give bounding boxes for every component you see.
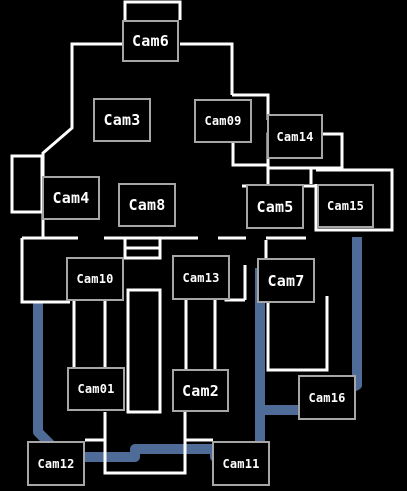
cam10-label: Cam10 bbox=[76, 272, 114, 286]
cam01-label: Cam01 bbox=[77, 382, 115, 396]
cam2-label: Cam2 bbox=[182, 381, 219, 400]
cam4-label: Cam4 bbox=[52, 189, 90, 207]
cam14-label: Cam14 bbox=[276, 129, 314, 144]
cam16-button[interactable]: Cam16 bbox=[298, 375, 356, 420]
cam15-button[interactable]: Cam15 bbox=[317, 184, 374, 228]
cam5-button[interactable]: Cam5 bbox=[246, 184, 304, 229]
cam15-label: Cam15 bbox=[326, 199, 365, 213]
cam01-button[interactable]: Cam01 bbox=[67, 367, 125, 411]
cam6-button[interactable]: Cam6 bbox=[122, 20, 179, 62]
cam16-label: Cam16 bbox=[308, 390, 346, 405]
cam14-button[interactable]: Cam14 bbox=[267, 114, 323, 159]
cam12-button[interactable]: Cam12 bbox=[27, 441, 85, 486]
cam3-label: Cam3 bbox=[103, 111, 141, 129]
cam13-button[interactable]: Cam13 bbox=[172, 255, 230, 300]
cam7-button[interactable]: Cam7 bbox=[257, 258, 315, 303]
cam12-label: Cam12 bbox=[37, 456, 75, 471]
cam4-button[interactable]: Cam4 bbox=[42, 176, 100, 220]
cam11-button[interactable]: Cam11 bbox=[212, 441, 270, 486]
walls bbox=[10, 0, 394, 475]
cam11-label: Cam11 bbox=[222, 456, 260, 471]
cam2-button[interactable]: Cam2 bbox=[172, 369, 229, 412]
cam7-label: Cam7 bbox=[267, 271, 305, 290]
cam10-button[interactable]: Cam10 bbox=[66, 257, 124, 301]
cam09-button[interactable]: Cam09 bbox=[194, 99, 252, 143]
cam09-label: Cam09 bbox=[204, 114, 242, 128]
cam8-label: Cam8 bbox=[128, 196, 166, 214]
cam6-label: Cam6 bbox=[132, 32, 169, 50]
cam3-button[interactable]: Cam3 bbox=[93, 98, 151, 142]
cam8-button[interactable]: Cam8 bbox=[118, 183, 176, 227]
cam13-label: Cam13 bbox=[182, 270, 220, 285]
cam5-label: Cam5 bbox=[256, 197, 294, 216]
